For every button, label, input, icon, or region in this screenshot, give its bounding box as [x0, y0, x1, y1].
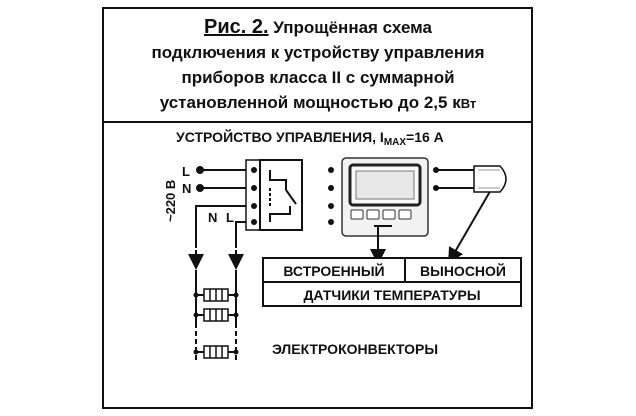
- supply-N-label: N: [182, 181, 191, 196]
- line-out-label: L: [226, 210, 234, 225]
- builtin-sensor-label: ВСТРОЕННЫЙ: [283, 262, 384, 279]
- convector-icon: [193, 345, 239, 359]
- neutral-out-label: N: [208, 210, 217, 225]
- convectors-label: ЭЛЕКТРОКОНВЕКТОРЫ: [272, 341, 438, 357]
- convector-icon: [193, 308, 239, 322]
- title-line-2: подключения к устройству управления: [152, 43, 485, 62]
- controller-terminals: [328, 167, 439, 225]
- svg-text:Рис. 2. Упрощённая схема: Рис. 2. Упрощённая схема: [204, 16, 433, 38]
- supply-voltage-label: ~220 В: [163, 180, 178, 222]
- device-heading: УСТРОЙСТВО УПРАВЛЕНИЯ, IMAX=16 А: [176, 128, 444, 148]
- remote-sensor-label: ВЫНОСНОЙ: [420, 262, 506, 279]
- title-line-3: приборов класса II с суммарной: [181, 68, 454, 87]
- thermostat-controller-icon: [341, 157, 429, 237]
- figure-number: Рис. 2.: [204, 16, 269, 38]
- convector-icon: [193, 288, 239, 302]
- relay-contact-icon: [259, 159, 303, 231]
- sensor-wiring: [370, 169, 493, 265]
- outer-frame: [102, 7, 533, 409]
- svg-text:установленной мощностью до 2,5: установленной мощностью до 2,5 кВт: [160, 93, 477, 112]
- figure-title: Рис. 2. Упрощённая схема подключения к у…: [152, 16, 485, 112]
- title-line-1: Упрощённая схема: [269, 18, 433, 37]
- supply-L-label: L: [182, 164, 190, 179]
- relay-terminals: [245, 159, 261, 231]
- sensor-caption: ДАТЧИКИ ТЕМПЕРАТУРЫ: [303, 287, 480, 303]
- supply-wiring: [195, 166, 254, 248]
- remote-sensor-icon: [473, 165, 507, 193]
- sensor-table: ВСТРОЕННЫЙ ВЫНОСНОЙ ДАТЧИКИ ТЕМПЕРАТУРЫ: [262, 257, 522, 307]
- title-line-4: установленной мощностью до 2,5 к: [160, 93, 462, 112]
- title-unit: Вт: [461, 96, 477, 111]
